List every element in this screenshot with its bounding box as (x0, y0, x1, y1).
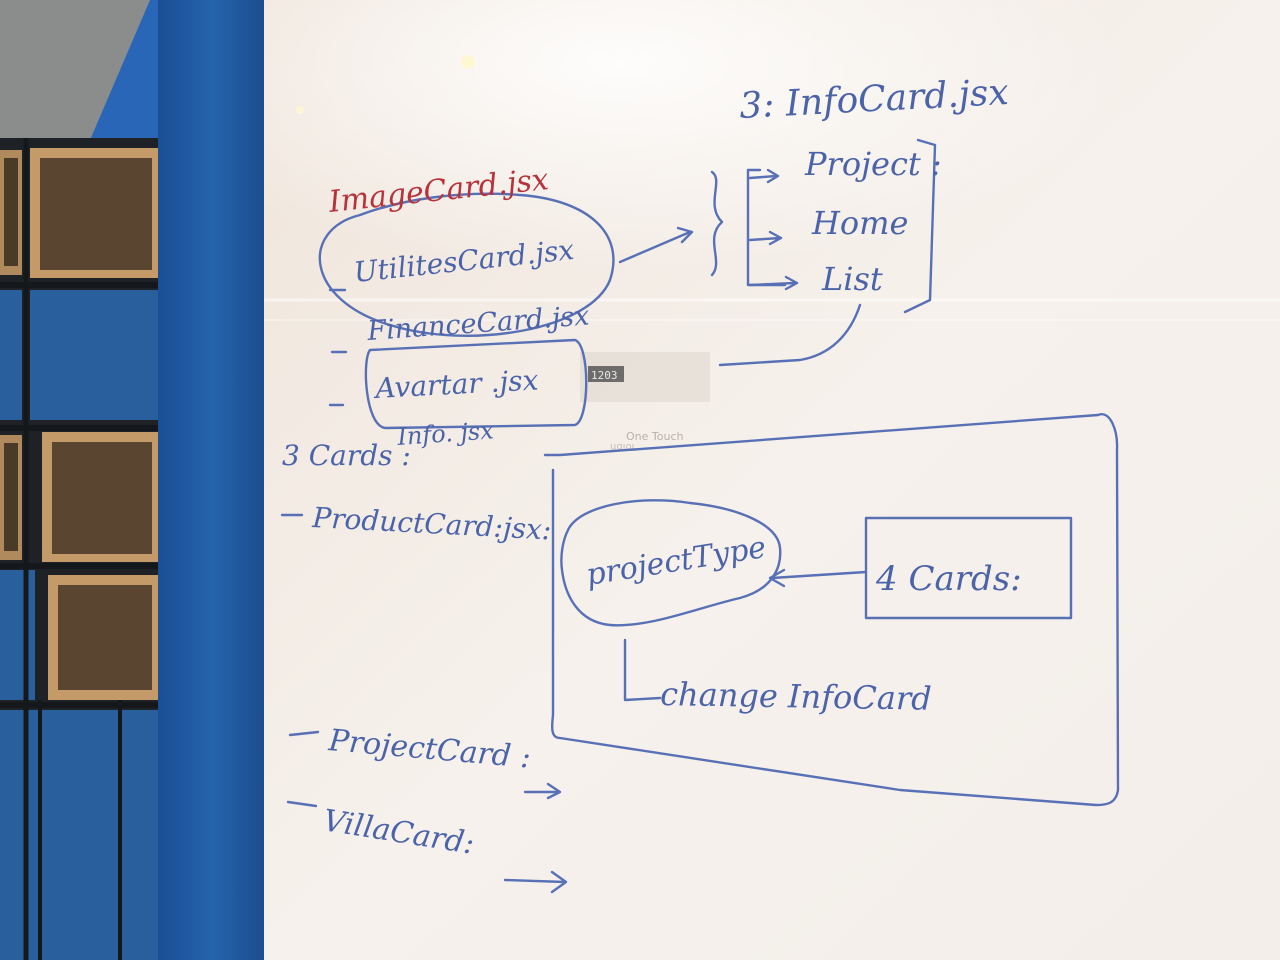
blue-pillar (158, 0, 266, 960)
company-sign-sub: Tolbn (610, 441, 637, 452)
project-card-tail (523, 782, 562, 800)
infocard-item-project: Project : (804, 145, 942, 183)
arrow-to-infocard (618, 226, 694, 264)
avatar-box (364, 338, 588, 430)
infocard-right-bracket (903, 138, 937, 314)
arrow-project (748, 168, 780, 184)
big-box (543, 413, 1120, 807)
arrow-home (748, 230, 783, 246)
four-cards-label: 4 Cards: (875, 559, 1022, 599)
room-number: 1203 (591, 369, 618, 382)
infocard-item-list: List (821, 260, 883, 298)
utilities-ellipse (318, 192, 615, 337)
whiteboard: 1203 One Touch Tolbn (264, 0, 1280, 960)
marker-strokes (280, 138, 1120, 894)
change-infocard-label: change InfoCard (660, 675, 932, 718)
arrow-list (748, 275, 799, 291)
company-sign: One Touch (626, 430, 683, 443)
info-jsx-label: Info. jsx (395, 416, 495, 451)
three-cards-label: 3 Cards : (282, 439, 411, 472)
avatar-to-list-curve (718, 303, 862, 367)
arrow-project-card (288, 730, 320, 737)
change-connector (623, 638, 662, 702)
project-type-blob (560, 499, 782, 627)
arrow-cards-to-type (768, 568, 868, 588)
villa-card-tail (503, 870, 568, 894)
curly-brace (710, 170, 724, 277)
four-cards-box (864, 516, 1073, 620)
bookshelf (0, 138, 165, 960)
arrow-villa (286, 800, 318, 808)
infocard-item-home: Home (811, 204, 908, 242)
